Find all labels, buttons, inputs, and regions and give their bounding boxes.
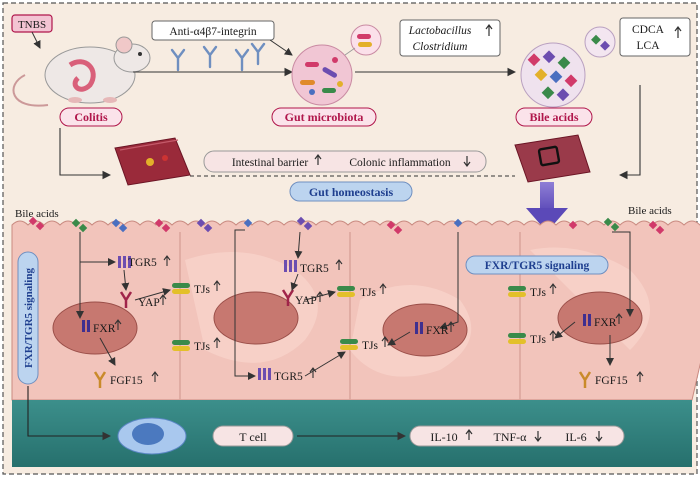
gut-microbiota-badge: Gut microbiota <box>271 107 377 127</box>
antibody-box: Anti-α4β7-integrin <box>151 20 275 41</box>
healthy-colon-icon <box>514 134 591 183</box>
t-cell-icon <box>117 417 187 455</box>
tnbs-tag: TNBS <box>11 14 53 33</box>
barrier-label: Intestinal barrier <box>232 157 308 169</box>
pathway-arrows <box>76 229 634 380</box>
bile-acids-left-label: Bile acids <box>15 208 59 220</box>
yap-icons <box>119 289 295 308</box>
colitis-label: Colitis <box>74 110 108 124</box>
fgf15-label-2: FGF15 <box>595 375 628 387</box>
tgr5-label-2: TGR5 <box>300 263 329 275</box>
cytokine-box: IL-10 TNF-α IL-6 <box>409 425 625 447</box>
signaling-vertical-label: FXR/TGR5 signaling <box>23 268 35 368</box>
inflammation-label: Colonic inflammation <box>349 157 450 169</box>
bile-acids-icon <box>520 26 616 108</box>
bile-acid-species-box: CDCA LCA <box>619 17 691 57</box>
cytokine-tnfa: TNF-α <box>494 430 528 444</box>
bile-acid-molecules <box>28 216 665 235</box>
bacteria-clostridium: Clostridium <box>413 41 468 53</box>
tnbs-label: TNBS <box>18 19 46 31</box>
receptor-icons <box>82 256 591 380</box>
signaling-banner-label: FXR/TGR5 signaling <box>485 260 590 272</box>
tjs-label-4: TJs <box>362 340 379 352</box>
tjs-label-3: TJs <box>360 287 377 299</box>
inflamed-colon-icon <box>114 137 191 186</box>
tgr5-label-3: TGR5 <box>274 371 303 383</box>
bile-acids-badge: Bile acids <box>515 107 593 127</box>
species-lca: LCA <box>637 40 661 52</box>
fgf15-label-1: FGF15 <box>110 375 143 387</box>
bacteria-lactobacillus: Lactobacillus <box>408 25 472 37</box>
species-cdca: CDCA <box>632 24 665 36</box>
fxr-label-1: FXR <box>93 323 116 335</box>
gut-microbiota-icon <box>291 24 382 106</box>
bile-acids-label: Bile acids <box>529 110 578 124</box>
tjs-label-1: TJs <box>194 284 211 296</box>
antibody-icons <box>170 42 266 72</box>
bile-acids-right-label: Bile acids <box>628 205 672 217</box>
gut-homeostasis-badge: Gut homeostasis <box>289 181 413 202</box>
signaling-banner: FXR/TGR5 signaling <box>465 255 609 275</box>
cell-nuclei <box>52 291 643 357</box>
tight-junction-icons <box>172 283 526 351</box>
cytokine-il6: IL-6 <box>565 430 586 444</box>
gut-microbiota-label: Gut microbiota <box>285 110 364 124</box>
t-cell-box: T cell <box>212 425 294 447</box>
tjs-label-6: TJs <box>530 334 547 346</box>
tjs-label-5: TJs <box>530 287 547 299</box>
mouse-icon <box>12 36 151 107</box>
yap-label-2: YAP <box>295 295 317 307</box>
gut-homeostasis-label: Gut homeostasis <box>309 185 394 199</box>
t-cell-label: T cell <box>239 430 267 444</box>
yap-label-1: YAP <box>138 297 160 309</box>
bacteria-box: Lactobacillus Clostridium <box>399 19 501 57</box>
signaling-arrow <box>526 182 568 232</box>
fxr-label-2: FXR <box>426 325 449 337</box>
antibody-label: Anti-α4β7-integrin <box>169 26 256 38</box>
signaling-vertical-badge: FXR/TGR5 signaling <box>17 251 39 385</box>
fxr-label-3: FXR <box>594 317 617 329</box>
cytokine-il10: IL-10 <box>430 430 457 444</box>
fgf15-icons <box>93 371 592 388</box>
colitis-badge: Colitis <box>59 107 123 127</box>
tjs-label-2: TJs <box>194 341 211 353</box>
tgr5-label-1: TGR5 <box>128 257 157 269</box>
outcome-box: Intestinal barrier Colonic inflammation <box>203 150 487 173</box>
